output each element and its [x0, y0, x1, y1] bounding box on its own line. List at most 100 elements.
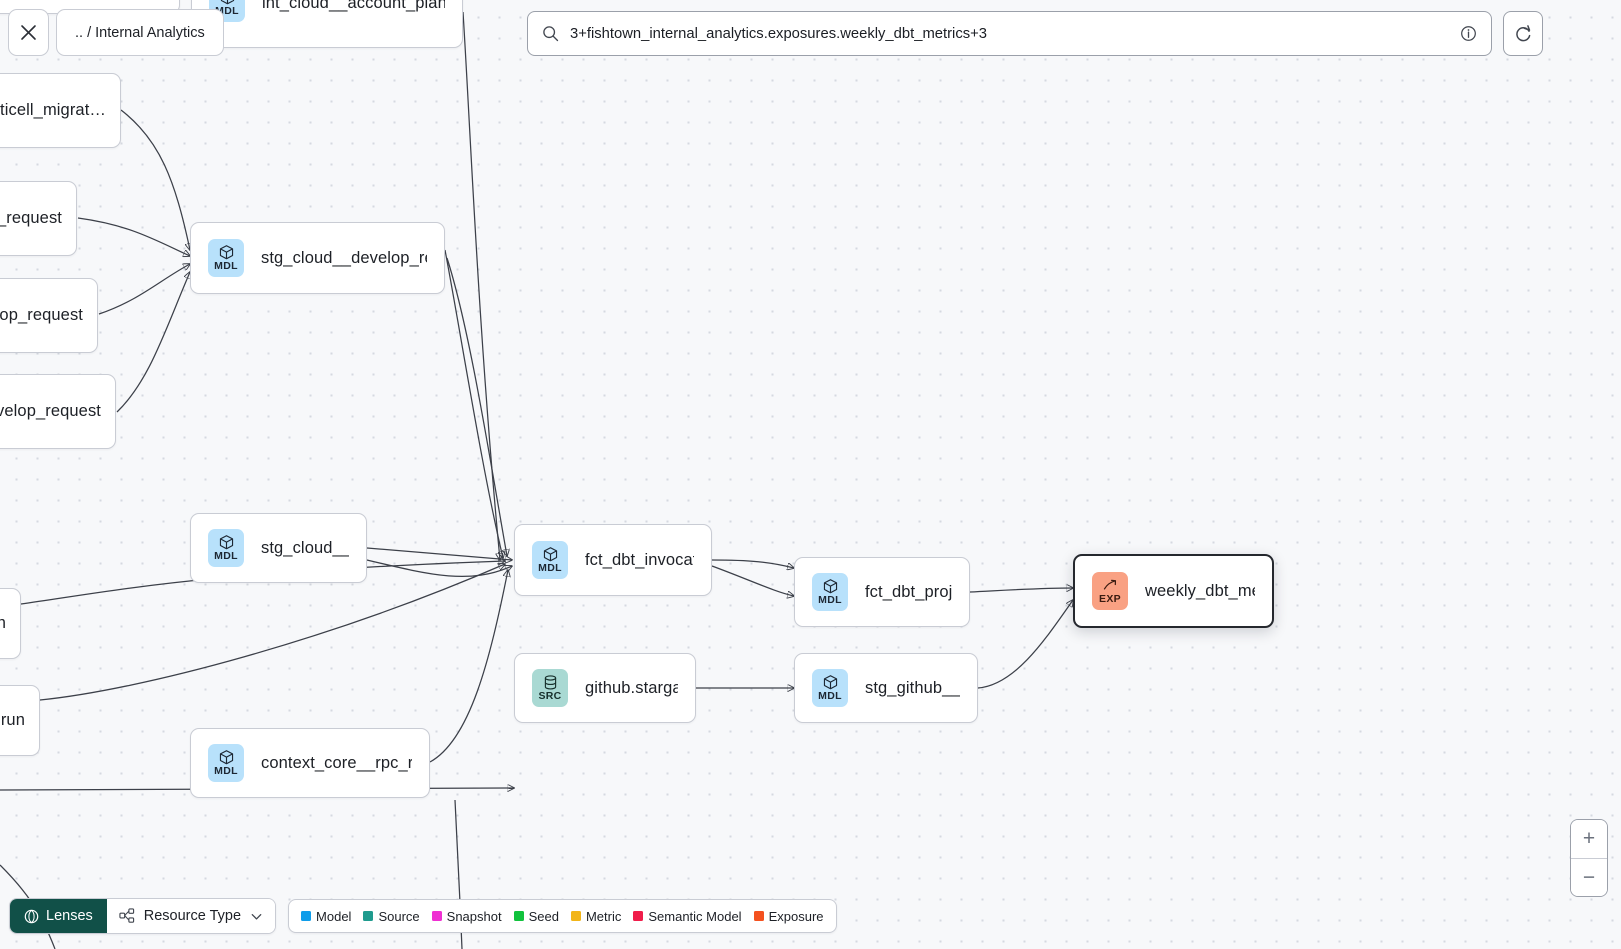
- legend-swatch: [513, 911, 524, 921]
- refresh-button[interactable]: [1503, 11, 1543, 56]
- breadcrumb-label: .. / Internal Analytics: [75, 24, 205, 41]
- legend-swatch: [301, 911, 312, 921]
- lineage-node[interactable]: MDL fct_dbt_projects: [794, 557, 970, 627]
- node-type-badge-mdl: MDL: [812, 669, 848, 707]
- legend-label: Metric: [585, 908, 622, 924]
- lineage-node[interactable]: MDL int_cloud__account_plan_history: [191, 0, 463, 48]
- lineage-edge: [116, 272, 190, 413]
- lineage-node[interactable]: velop_request: [0, 278, 98, 353]
- lenses-label: Lenses: [46, 908, 93, 924]
- lineage-node[interactable]: MDL fct_dbt_invocations: [514, 524, 712, 596]
- lineage-node[interactable]: MDL context_core__rpc_request: [190, 728, 430, 798]
- node-type-code: MDL: [538, 562, 562, 574]
- node-label: .run: [0, 711, 25, 729]
- lineage-edge: [711, 559, 794, 568]
- lineage-search-bar[interactable]: [527, 11, 1492, 56]
- legend-item[interactable]: Snapshot: [431, 908, 502, 924]
- cube-icon: [822, 674, 839, 691]
- lineage-edge: [969, 588, 1073, 593]
- node-label: github.stargazers: [585, 678, 678, 697]
- cube-icon: [822, 578, 839, 595]
- node-label: p_request: [0, 209, 62, 227]
- legend-label: Semantic Model: [648, 908, 742, 924]
- resource-type-dropdown[interactable]: Resource Type: [106, 899, 276, 933]
- node-label: int_cloud__account_plan_history: [262, 0, 445, 12]
- chevron-down-icon: [251, 913, 262, 920]
- cube-icon: [542, 546, 559, 563]
- legend-item[interactable]: Exposure: [753, 908, 824, 924]
- chart-line-icon: [1102, 577, 1119, 594]
- lineage-node[interactable]: multicell_migrat…: [0, 73, 121, 148]
- zoom-out-button[interactable]: −: [1571, 858, 1607, 896]
- breadcrumb[interactable]: .. / Internal Analytics: [56, 9, 224, 56]
- legend-swatch: [363, 911, 374, 921]
- legend-swatch: [570, 911, 581, 921]
- node-label: velop_request: [0, 306, 83, 324]
- node-type-code: MDL: [215, 5, 239, 17]
- info-icon[interactable]: [1460, 25, 1477, 42]
- lenses-button[interactable]: Lenses: [10, 899, 107, 933]
- search-icon: [543, 26, 559, 42]
- lineage-edge: [366, 559, 512, 578]
- legend-label: Exposure: [768, 908, 824, 924]
- legend-label: Model: [316, 908, 352, 924]
- node-type-code: MDL: [818, 594, 842, 606]
- node-label: stg_cloud__runs: [261, 538, 349, 557]
- cube-icon: [218, 534, 235, 551]
- lineage-edge: [446, 257, 507, 556]
- node-type-badge-mdl: MDL: [812, 573, 848, 611]
- lineage-node[interactable]: SRC github.stargazers: [514, 653, 696, 723]
- search-input[interactable]: [570, 25, 1449, 42]
- node-type-badge-mdl: MDL: [208, 744, 244, 782]
- legend-swatch: [633, 911, 644, 921]
- node-label: n: [0, 614, 6, 632]
- nodes-icon: [119, 908, 134, 923]
- legend-item[interactable]: Metric: [570, 908, 622, 924]
- node-type-badge-mdl: MDL: [208, 529, 244, 567]
- node-label: _develop_request: [0, 402, 101, 420]
- legend-item[interactable]: Semantic Model: [633, 908, 742, 924]
- zoom-in-button[interactable]: +: [1571, 820, 1607, 858]
- node-label: fct_dbt_invocations: [585, 550, 694, 569]
- legend-item[interactable]: Model: [301, 909, 351, 924]
- legend-item[interactable]: Source: [363, 909, 420, 924]
- lineage-node[interactable]: _develop_request: [0, 374, 116, 449]
- node-label: context_core__rpc_request: [261, 753, 412, 772]
- lineage-node[interactable]: p_request: [0, 181, 77, 256]
- node-type-code: MDL: [214, 550, 238, 562]
- lineage-edge: [977, 600, 1073, 689]
- resource-type-legend: Model Source Snapshot Seed Metric Semantic Mo…: [288, 899, 837, 933]
- legend-item[interactable]: Seed: [513, 909, 559, 924]
- cube-icon: [219, 0, 236, 6]
- node-type-code: MDL: [214, 765, 238, 777]
- lineage-edge: [366, 547, 512, 560]
- node-label: multicell_migrat…: [0, 101, 106, 119]
- database-icon: [542, 674, 559, 691]
- lineage-edge: [98, 264, 190, 315]
- bottom-toolbar: Lenses Resource Type Model Source Snapshot…: [9, 898, 837, 934]
- refresh-icon: [1516, 24, 1531, 41]
- node-type-code: EXP: [1099, 593, 1121, 605]
- node-type-badge-mdl: MDL: [208, 239, 244, 277]
- cube-icon: [218, 749, 235, 766]
- node-type-badge-src: SRC: [532, 669, 568, 707]
- lineage-edge: [711, 565, 794, 596]
- resource-type-label: Resource Type: [143, 908, 242, 924]
- lineage-node[interactable]: .run: [0, 685, 40, 756]
- node-type-badge-exp: EXP: [1092, 572, 1128, 610]
- node-type-badge-mdl: MDL: [532, 541, 568, 579]
- lineage-node[interactable]: n: [0, 588, 21, 659]
- lens-icon: [24, 909, 39, 923]
- cube-icon: [218, 244, 235, 261]
- lineage-node[interactable]: MDL stg_cloud__runs: [190, 513, 367, 583]
- close-button[interactable]: [8, 9, 49, 56]
- legend-label: Snapshot: [446, 908, 502, 924]
- node-label: fct_dbt_projects: [865, 582, 952, 601]
- lineage-edge: [39, 564, 505, 701]
- close-icon: [21, 25, 36, 40]
